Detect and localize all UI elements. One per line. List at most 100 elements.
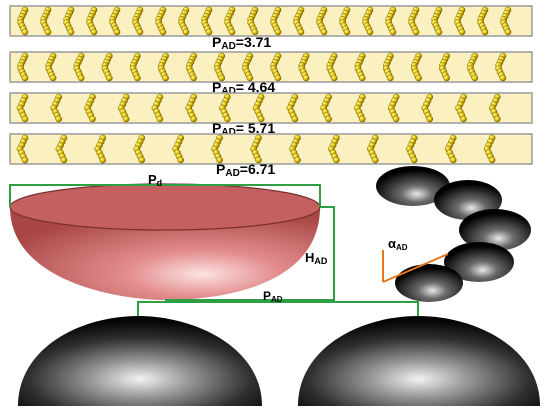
atom-chain [353, 93, 366, 123]
atom-chain [320, 93, 332, 123]
atom [90, 28, 98, 36]
atom-chain [172, 134, 184, 164]
atom [182, 28, 190, 36]
atom-chain [63, 6, 75, 36]
atom [302, 74, 310, 82]
atom [371, 156, 379, 164]
atom-chain [495, 52, 507, 82]
atom-chain [421, 93, 434, 123]
atom-chain [316, 6, 328, 36]
had-dimension-line [165, 206, 335, 301]
atom [291, 115, 299, 123]
atom [504, 28, 512, 36]
atom [218, 74, 226, 82]
atom [122, 115, 130, 123]
atom-chain [17, 6, 29, 36]
atom-chain [186, 52, 197, 82]
atom-chain [50, 93, 63, 123]
atom-chain [84, 93, 96, 123]
atom-chain [252, 93, 265, 123]
chain-ball-4 [444, 242, 514, 282]
atom [443, 74, 451, 82]
atom-chain [410, 52, 422, 82]
atom-chain [55, 134, 68, 164]
chain-ball-5 [395, 264, 463, 302]
atom [415, 74, 422, 82]
atom [392, 115, 400, 123]
atom [257, 115, 265, 123]
atom [159, 28, 167, 36]
atom [488, 156, 496, 164]
atom-chain [454, 6, 466, 36]
atom [330, 74, 338, 82]
atom-chain [185, 93, 197, 123]
atom-chain [157, 52, 169, 82]
atom-chain [94, 134, 107, 164]
atom [190, 115, 197, 123]
atom [325, 115, 332, 123]
atom [460, 115, 467, 123]
atom-chain [289, 134, 301, 164]
ellipsoid-chain [376, 166, 531, 302]
atom-chain [101, 52, 113, 82]
atom [481, 28, 489, 36]
atom-chain [178, 6, 190, 36]
atom [21, 28, 29, 36]
atom-chain [73, 52, 85, 82]
atom-chain [201, 6, 213, 36]
atom [387, 74, 394, 82]
atom-chain [132, 6, 144, 36]
atom [274, 74, 282, 82]
atom [55, 115, 63, 123]
atom [471, 74, 479, 82]
atom-chain [155, 6, 167, 36]
atom [412, 28, 420, 36]
atom [136, 28, 144, 36]
atom-chain [455, 93, 467, 123]
atom-chain [385, 6, 397, 36]
atom [228, 28, 236, 36]
atom [458, 28, 466, 36]
atom-chain [431, 6, 443, 36]
atom [60, 156, 68, 164]
atom [205, 28, 213, 36]
atom-chain [500, 6, 512, 36]
atom [343, 28, 351, 36]
atom [410, 156, 418, 164]
atom [274, 28, 282, 36]
chain-ball-1 [376, 166, 450, 206]
alpha-label: αAD [388, 236, 408, 252]
pd-label: Pd [148, 172, 162, 188]
pad-dimension-line [137, 301, 419, 318]
atom [499, 74, 507, 82]
atom-chain [247, 6, 259, 36]
atom [44, 28, 52, 36]
atom-chain [270, 52, 282, 82]
had-label: HAD [305, 250, 328, 266]
atom-chain [17, 52, 29, 82]
atom-chain [483, 134, 496, 164]
atom [156, 115, 164, 123]
atom [251, 28, 259, 36]
pd-dimension-line [9, 184, 321, 207]
atom-chain [270, 6, 282, 36]
atom [67, 28, 75, 36]
atom-chain [477, 6, 489, 36]
atom [21, 74, 29, 82]
atom [77, 74, 85, 82]
atom-chain [151, 93, 164, 123]
atom-chain [16, 134, 29, 164]
chain-ball-3 [459, 209, 531, 251]
atom [255, 156, 262, 164]
atom-chain [86, 6, 98, 36]
atom [224, 115, 231, 123]
dome-left [18, 316, 262, 406]
atom-chain [242, 52, 254, 82]
bowl-body [10, 207, 320, 300]
atom [297, 28, 305, 36]
atom [113, 28, 121, 36]
strip-label-2: PAD= 4.64 [212, 79, 275, 97]
atom-chain [408, 6, 420, 36]
